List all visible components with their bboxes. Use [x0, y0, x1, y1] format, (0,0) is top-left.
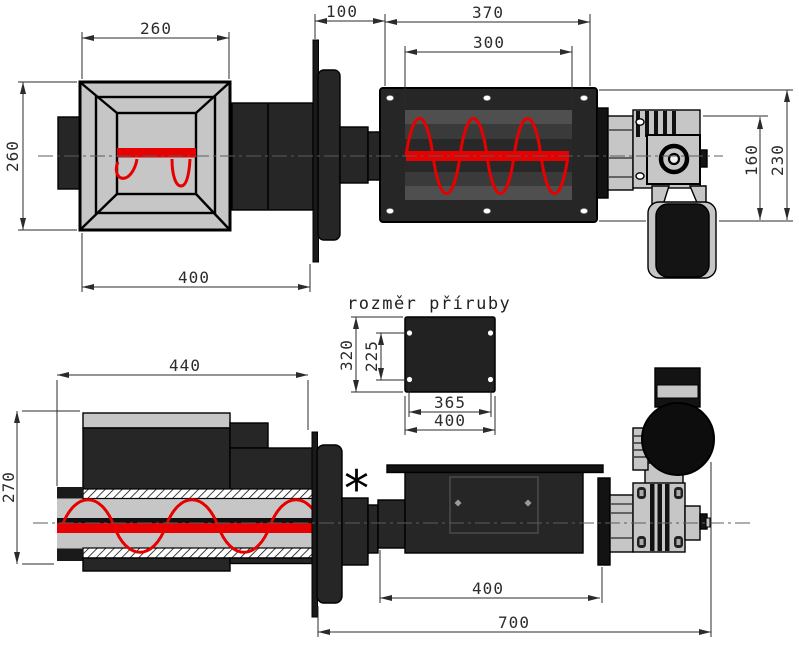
dim-label-housing-length: 370 [472, 3, 504, 22]
dim-flange-width: 400 [404, 396, 496, 435]
flange-block-side [316, 444, 343, 604]
dim-body-height: 270 [0, 410, 80, 565]
head-left-stub [57, 116, 81, 190]
dim-label-flange-height: 320 [337, 339, 356, 371]
burner-body-side [82, 427, 231, 491]
motor-side [641, 402, 715, 476]
dim-label-gear-total-height: 230 [768, 144, 787, 176]
gearbox-bolts [637, 487, 683, 548]
dim-body-length: 440 [56, 356, 309, 486]
auger-screw-side [60, 498, 313, 554]
gearmotor-side [597, 367, 715, 566]
dim-label-feeder-length: 400 [472, 579, 504, 598]
dim-label-flange-width: 400 [434, 411, 466, 430]
dim-label-flange-holes-h: 365 [434, 393, 466, 412]
housing-bolt-holes [386, 95, 588, 214]
dim-label-total-length: 700 [498, 613, 530, 632]
auger-tube-section [57, 487, 314, 561]
dim-total-length: 700 [317, 462, 712, 637]
flange-note-asterisk: * [344, 460, 369, 518]
gearmotor-top [596, 107, 717, 279]
flange-bolt-holes [406, 330, 494, 383]
motor-top [655, 203, 710, 278]
dim-housing-length: 370 [385, 3, 591, 86]
feeder-top-flange [386, 464, 604, 474]
access-panel [449, 476, 539, 534]
dim-flange-holes-h: 365 [408, 385, 492, 417]
dim-label-head-length: 400 [178, 268, 210, 287]
dim-flange-holes-v: 225 [362, 332, 406, 381]
dim-label-body-length: 440 [169, 356, 201, 375]
dim-feeder-length: 400 [379, 550, 603, 603]
dim-flange-height: 320 [337, 316, 403, 393]
flange-detail: rozměr příruby 320 225 365 400 [337, 294, 511, 435]
dim-label-body-height: 270 [0, 471, 18, 503]
dim-window-length: 300 [404, 33, 573, 108]
dim-head-height: 260 [3, 81, 77, 231]
flange-block [317, 69, 341, 241]
dim-flange-gap: 100 [314, 2, 386, 86]
dim-head-length: 400 [81, 233, 311, 292]
dim-label-window-length: 300 [473, 33, 505, 52]
body-top-cap [82, 412, 231, 429]
igniter-hook-left [114, 158, 139, 180]
dim-gear-total-height: 230 [599, 89, 793, 222]
dim-label-head-width: 260 [140, 19, 172, 38]
flange-title: rozměr příruby [347, 294, 511, 314]
bottom-view: * 440 270 400 700 [0, 356, 750, 637]
dim-head-width: 260 [81, 19, 230, 79]
dim-label-flange-holes-v: 225 [362, 340, 381, 372]
flange-plate-detail [404, 316, 496, 393]
dim-label-gear-height: 160 [742, 144, 761, 176]
dim-gear-height: 160 [703, 115, 768, 220]
output-shaft-top [699, 149, 708, 168]
igniter-hook-right [170, 158, 192, 188]
dim-label-head-height: 260 [3, 140, 22, 172]
top-view: 260 260 400 100 370 300 [3, 2, 793, 292]
igniter-bar [117, 148, 196, 158]
auger-shaft-side [57, 523, 313, 533]
dim-label-flange-gap: 100 [326, 2, 358, 21]
